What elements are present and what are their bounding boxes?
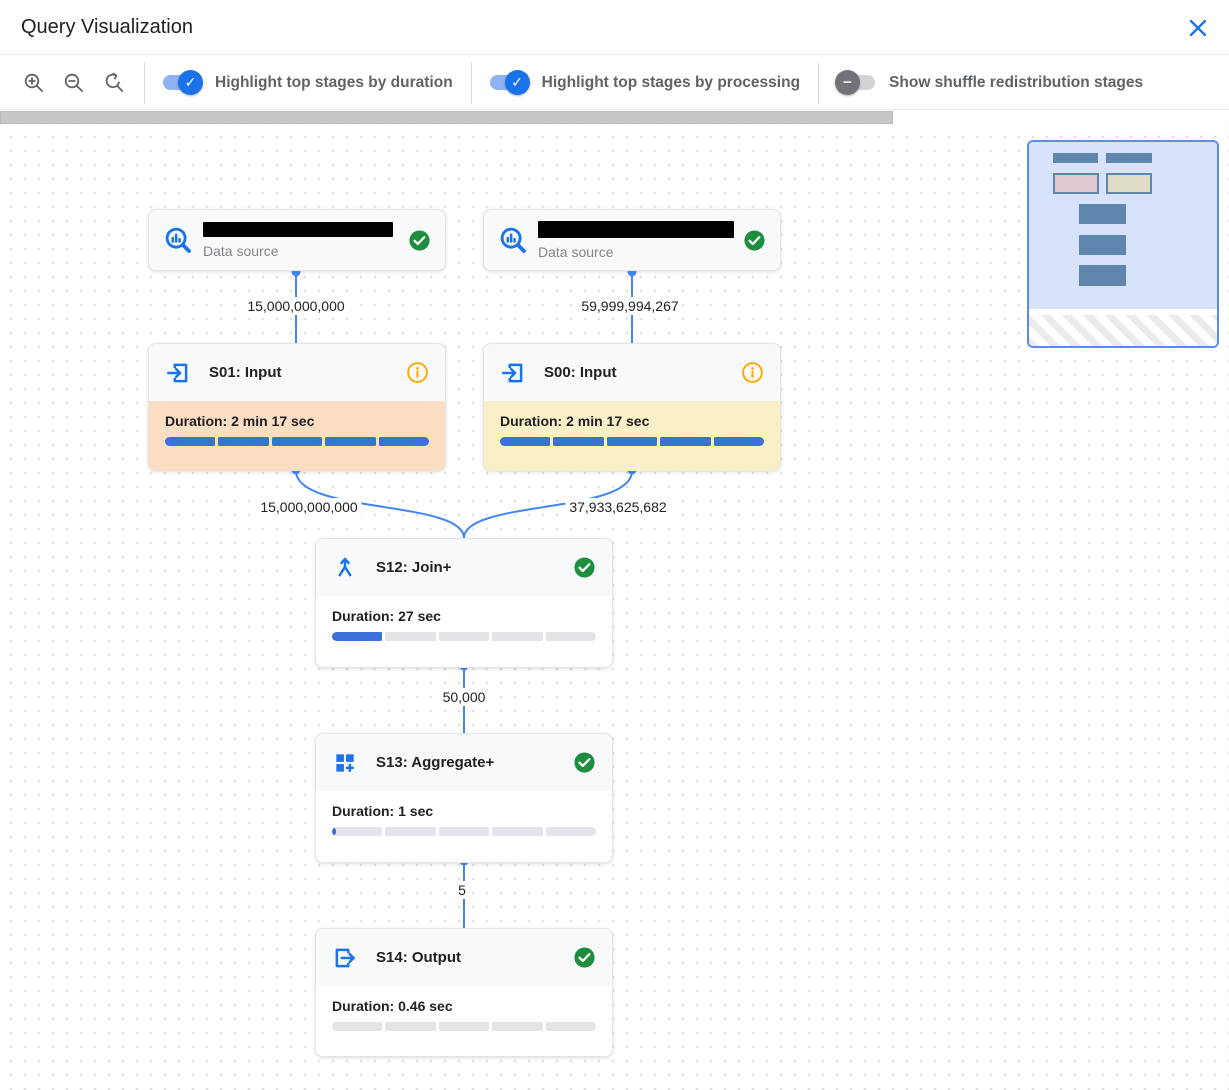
stage-duration-label: Duration: 1 sec <box>332 803 434 819</box>
minimap-node <box>1079 265 1126 286</box>
node-data-source-1[interactable]: Data source <box>148 209 446 271</box>
stage-title: S14: Output <box>376 949 461 966</box>
stage-progress-bar <box>165 437 430 446</box>
toggle-thumb-icon <box>835 70 861 95</box>
join-icon <box>338 557 352 576</box>
output-icon <box>335 948 355 967</box>
stage-progress-bar <box>332 632 597 641</box>
highlight-processing-toggle[interactable] <box>489 70 530 95</box>
stage-progress-bar <box>332 827 597 836</box>
status-success-icon <box>574 752 595 773</box>
edge-label-rows: 5 <box>454 881 470 899</box>
highlight-duration-toggle[interactable] <box>163 70 203 95</box>
status-success-icon <box>574 557 595 578</box>
toolbar-divider <box>144 61 145 104</box>
zoom-in-icon <box>24 73 43 92</box>
horizontal-scrollbar-thumb[interactable] <box>0 111 893 124</box>
stage-title: S00: Input <box>544 364 617 381</box>
show-shuffle-toggle[interactable] <box>835 70 876 95</box>
node-s14-output[interactable]: S14: Output Duration: 0.46 sec <box>315 928 613 1057</box>
zoom-out-button[interactable] <box>56 66 90 100</box>
redacted-table-name <box>538 220 734 238</box>
zoom-reset-button[interactable] <box>96 66 130 100</box>
zoom-reset-icon <box>105 72 123 92</box>
minimap-node <box>1106 153 1152 163</box>
show-shuffle-label: Show shuffle redistribution stages <box>889 73 1144 91</box>
minimap[interactable] <box>1027 140 1219 348</box>
node-s00-input[interactable]: S00: Input Duration: 2 min 17 sec <box>483 343 781 471</box>
zoom-in-button[interactable] <box>16 66 50 100</box>
stage-title: S12: Join+ <box>376 559 452 576</box>
bigquery-icon <box>500 227 526 253</box>
stage-title: S01: Input <box>209 364 282 381</box>
data-source-label: Data source <box>203 242 279 259</box>
edge-label-rows: 15,000,000,000 <box>243 297 349 315</box>
minimap-node <box>1079 235 1126 255</box>
edge-label-rows: 15,000,000,000 <box>256 498 362 516</box>
minimap-node <box>1053 153 1098 163</box>
toggle-group-processing: Highlight top stages by processing <box>472 70 818 95</box>
horizontal-scrollbar-track[interactable] <box>0 111 1229 124</box>
graph-canvas[interactable]: 15,000,000,000 59,999,994,267 15,000,000… <box>0 124 1229 1090</box>
stage-progress-bar <box>500 437 765 446</box>
node-data-source-2[interactable]: Data source <box>483 209 781 271</box>
input-icon <box>502 363 523 382</box>
minimap-node-highlight-duration <box>1053 173 1099 194</box>
aggregate-icon <box>336 753 354 772</box>
stage-title: S13: Aggregate+ <box>376 754 495 771</box>
edge-label-rows: 59,999,994,267 <box>577 297 683 315</box>
zoom-controls <box>0 66 144 100</box>
node-s13-aggregate[interactable]: S13: Aggregate+ Duration: 1 sec <box>315 733 613 863</box>
node-s01-input[interactable]: S01: Input Duration: 2 min 17 sec <box>148 343 446 471</box>
toggle-thumb-icon <box>504 70 530 95</box>
minimap-node <box>1079 204 1126 224</box>
redacted-table-name <box>203 221 393 237</box>
page-title: Query Visualization <box>21 16 193 38</box>
node-s12-join[interactable]: S12: Join+ Duration: 27 sec <box>315 538 613 668</box>
toolbar-divider <box>470 61 472 104</box>
minimap-out-of-bounds-hatch <box>1029 315 1217 346</box>
status-info-icon <box>742 362 763 383</box>
dialog-header: Query Visualization <box>0 0 1229 55</box>
bigquery-icon <box>165 227 191 253</box>
toggle-group-duration: Highlight top stages by duration <box>145 70 471 95</box>
stage-duration-label: Duration: 2 min 17 sec <box>165 413 315 429</box>
stage-progress-bar <box>332 1022 597 1031</box>
toggle-group-shuffle: Show shuffle redistribution stages <box>819 70 1161 95</box>
minimap-node-highlight-processing <box>1106 173 1152 194</box>
edge-label-rows: 37,933,625,682 <box>565 498 671 516</box>
status-success-icon <box>409 229 430 251</box>
toolbar-divider <box>818 61 820 104</box>
highlight-processing-label: Highlight top stages by processing <box>541 73 801 91</box>
toolbar: Highlight top stages by duration Highlig… <box>0 56 1229 110</box>
stage-duration-label: Duration: 27 sec <box>332 608 441 624</box>
highlight-duration-label: Highlight top stages by duration <box>215 73 453 91</box>
stage-duration-label: Duration: 2 min 17 sec <box>500 413 650 429</box>
status-success-icon <box>574 947 595 968</box>
edge-label-rows: 50,000 <box>438 688 490 706</box>
status-success-icon <box>744 229 765 251</box>
status-info-icon <box>407 362 428 383</box>
input-icon <box>167 363 188 382</box>
toggle-thumb-icon <box>178 70 203 95</box>
data-source-label: Data source <box>538 243 614 260</box>
zoom-out-icon <box>64 73 83 92</box>
stage-duration-label: Duration: 0.46 sec <box>332 998 453 1014</box>
close-button[interactable] <box>1183 13 1213 43</box>
close-icon <box>1189 19 1207 37</box>
